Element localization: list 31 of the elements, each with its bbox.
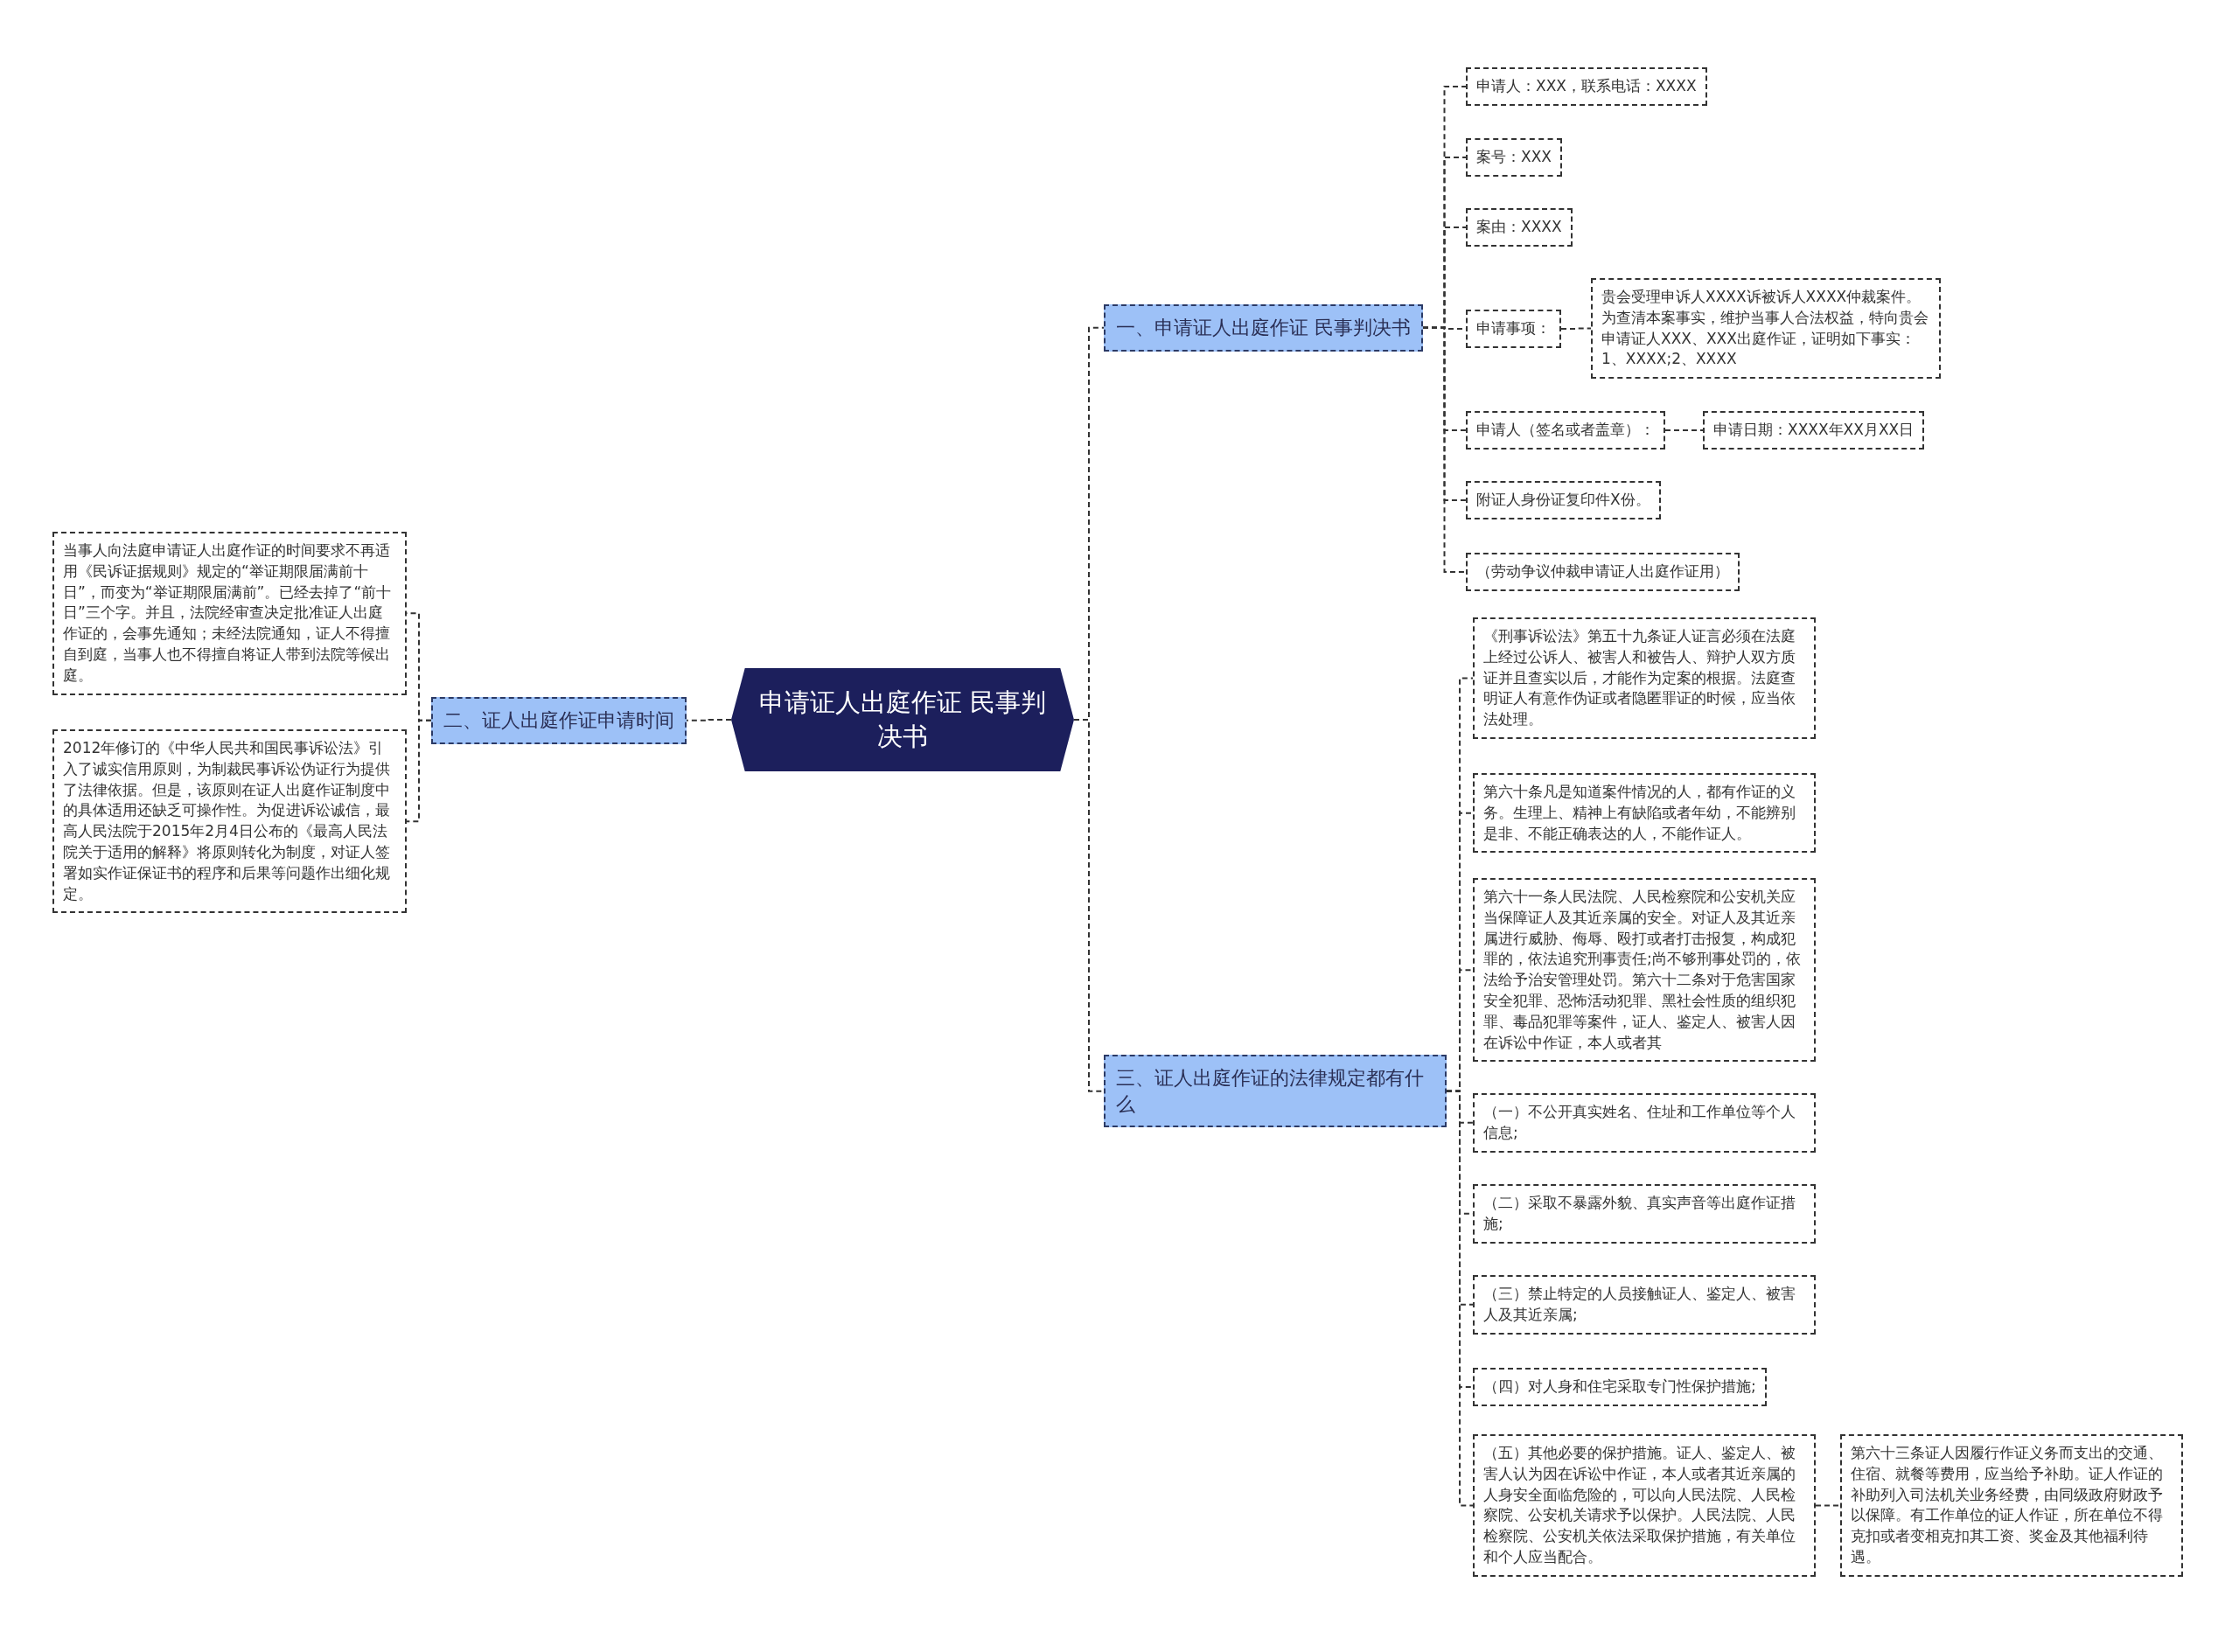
text-box: 申请人（签名或者盖章）： (1466, 411, 1665, 450)
text-box: （二）采取不暴露外貌、真实声音等出庭作证措施; (1473, 1184, 1816, 1244)
connector-line (1664, 429, 1704, 431)
text-box: （四）对人身和住宅采取专门性保护措施; (1473, 1368, 1767, 1406)
central-topic: 申请证人出庭作证 民事判决书 (731, 668, 1074, 771)
text-box: 案由：XXXX (1466, 208, 1573, 247)
text-box: 案号：XXX (1466, 138, 1562, 177)
text-box: 第六十条凡是知道案件情况的人，都有作证的义务。生理上、精神上有缺陷或者年幼，不能辨别是非、不能正确表达的人，不能作证人。 (1473, 773, 1816, 854)
branch-topic: 二、证人出庭作证申请时间 (431, 697, 687, 744)
text-box: 《刑事诉讼法》第五十九条证人证言必须在法庭上经过公诉人、被害人和被告人、辩护人双方质证并且查实以后，才能作为定案的根据。法庭查明证人有意作伪证或者隐匿罪证的时候，应当依法处理。 (1473, 617, 1816, 739)
text-box: 2012年修订的《中华人民共和国民事诉讼法》引入了诚实信用原则，为制裁民事诉讼伪证行为提供了法律依据。但是，该原则在证人出庭作证制度中的具体适用还缺乏可操作性。为促进诉讼诚信，最高人民法院于2015年2月4日公布的《最高人民法院关于适用的解释》将原则转化为制度，对证人签署如实作证保证书的程序和后果等问题作出细化规定。 (52, 729, 407, 914)
branch-topic: 三、证人出庭作证的法律规定都有什么 (1104, 1055, 1447, 1128)
branch-topic: 一、申请证人出庭作证 民事判决书 (1104, 304, 1423, 352)
text-box: 附证人身份证复印件X份。 (1466, 481, 1661, 519)
connector-line (1815, 1504, 1841, 1507)
text-box: 申请事项： (1466, 310, 1561, 348)
text-box: （劳动争议仲裁申请证人出庭作证用） (1466, 553, 1740, 591)
text-box: 申请人：XXX，联系电话：XXXX (1466, 67, 1707, 106)
connector-line (1446, 1090, 1474, 1507)
text-box: （三）禁止特定的人员接触证人、鉴定人、被害人及其近亲属; (1473, 1275, 1816, 1335)
text-box: （一）不公开真实姓名、住址和工作单位等个人信息; (1473, 1093, 1816, 1153)
connector-line (686, 719, 732, 721)
text-box: 申请日期：XXXX年XX月XX日 (1703, 411, 1925, 450)
text-box: 当事人向法庭申请证人出庭作证的时间要求不再适用《民诉证据规则》规定的“举证期限届满前十日”，而变为“举证期限届满前”。已经去掉了“前十日”三个字。并且，法院经审查决定批准证人出庭作证的，会事先通知；未经法院通知，证人不得擅自到庭，当事人也不得擅自将证人带到法院等候出庭。 (52, 532, 407, 695)
text-box: （五）其他必要的保护措施。证人、鉴定人、被害人认为因在诉讼中作证，本人或者其近亲属的人身安全面临危险的，可以向人民法院、人民检察院、公安机关请求予以保护。人民法院、人民检察院、公安机关依法采取保护措施，有关单位和个人应当配合。 (1473, 1434, 1816, 1577)
text-box: 贵会受理申诉人XXXX诉被诉人XXXX仲裁案件。为查清本案事实，维护当事人合法权益，特向贵会申请证人XXX、XXX出庭作证，证明如下事实：1、XXXX;2、XXXX (1591, 278, 1941, 380)
connector-line (1422, 326, 1467, 573)
connector-line (406, 719, 432, 823)
connector-line (1560, 327, 1592, 330)
text-box: 第六十一条人民法院、人民检察院和公安机关应当保障证人及其近亲属的安全。对证人及其近亲属进行威胁、侮辱、殴打或者打击报复，构成犯罪的，依法追究刑事责任;尚不够刑事处罚的，依法给予治安管理处罚。第六十二条对于危害国家安全犯罪、恐怖活动犯罪、黑社会性质的组织犯罪、毒品犯罪等案件，证人、鉴定人、被害人因在诉讼中作证，本人或者其 (1473, 878, 1816, 1063)
text-box: 第六十三条证人因履行作证义务而支出的交通、住宿、就餐等费用，应当给予补助。证人作证的补助列入司法机关业务经费，由同级政府财政予以保障。有工作单位的证人作证，所在单位不得克扣或者变相克扣其工资、奖金及其他福利待遇。 (1840, 1434, 2183, 1577)
